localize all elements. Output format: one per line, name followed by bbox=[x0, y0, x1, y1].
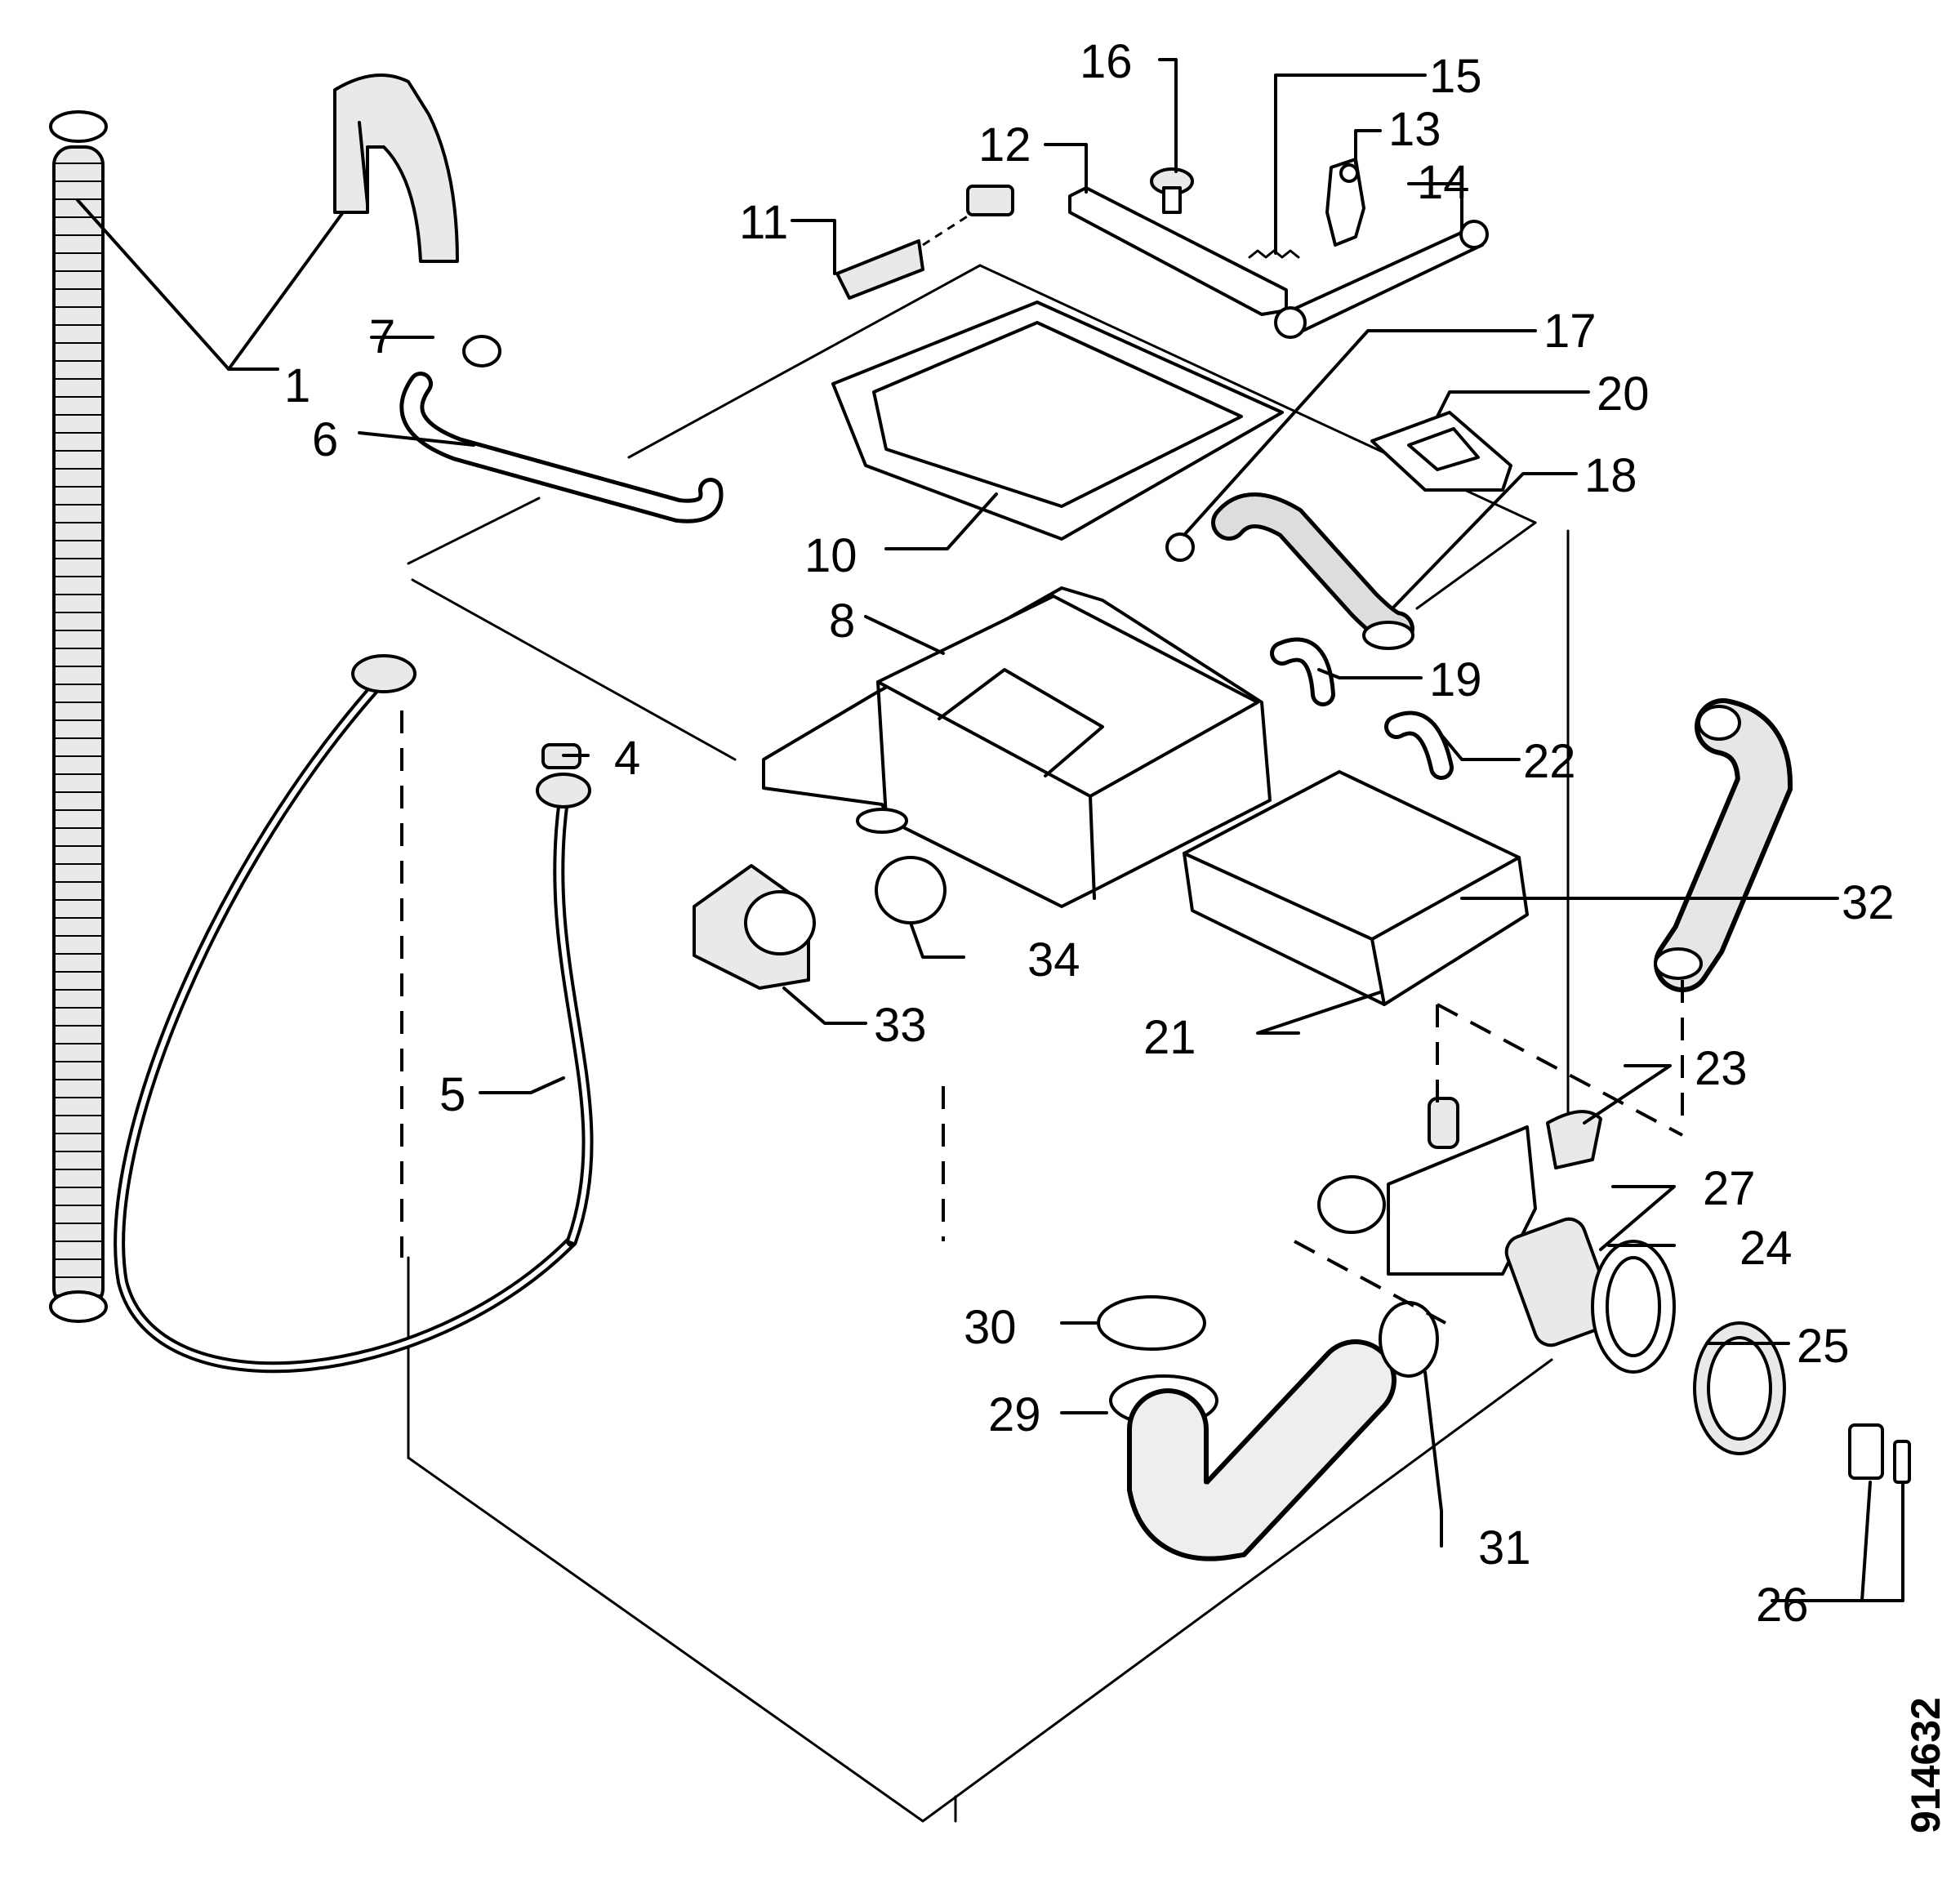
label-29: 29 bbox=[988, 1388, 1041, 1441]
label-30: 30 bbox=[964, 1301, 1017, 1354]
part-23-pump-housing bbox=[1317, 1097, 1602, 1276]
label-18: 18 bbox=[1584, 449, 1637, 502]
part-7-clip bbox=[462, 335, 501, 367]
part-34-clamp bbox=[875, 856, 947, 924]
label-33: 33 bbox=[874, 999, 927, 1052]
label-16: 16 bbox=[1080, 35, 1133, 88]
label-6: 6 bbox=[312, 413, 338, 466]
label-10: 10 bbox=[804, 529, 858, 582]
part-8-dispenser-housing bbox=[762, 586, 1272, 908]
label-1: 1 bbox=[284, 359, 310, 412]
label-25: 25 bbox=[1797, 1320, 1850, 1373]
part-13-catch bbox=[1325, 158, 1365, 247]
part-32-bellows-hose bbox=[1654, 698, 1793, 1127]
part-1-drain-hose bbox=[49, 73, 459, 1323]
part-26-clip bbox=[1848, 1423, 1911, 1484]
label-13: 13 bbox=[1388, 103, 1441, 156]
label-7: 7 bbox=[369, 310, 395, 363]
label-12: 12 bbox=[978, 118, 1031, 171]
label-8: 8 bbox=[829, 595, 855, 648]
part-6-pipe bbox=[399, 372, 724, 523]
label-11: 11 bbox=[739, 196, 788, 249]
part-29-elbow-hose bbox=[1109, 1339, 1396, 1561]
label-34: 34 bbox=[1027, 933, 1080, 987]
part-19-bent-tube bbox=[1270, 637, 1335, 706]
label-27: 27 bbox=[1703, 1162, 1756, 1215]
label-31: 31 bbox=[1478, 1521, 1531, 1575]
label-21: 21 bbox=[1143, 1011, 1196, 1064]
label-15: 15 bbox=[1429, 50, 1482, 103]
part-21-drawer bbox=[1183, 770, 1529, 1006]
part-16-screw bbox=[1150, 167, 1194, 214]
leader-lines bbox=[76, 58, 1904, 1602]
part-17-ring bbox=[1165, 532, 1195, 562]
label-22: 22 bbox=[1523, 735, 1576, 788]
label-20: 20 bbox=[1597, 367, 1650, 421]
part-27-filter bbox=[1504, 1217, 1615, 1347]
part-14-rod bbox=[1274, 220, 1489, 339]
part-25-seal bbox=[1693, 1321, 1786, 1455]
part-30-clamp bbox=[1097, 1295, 1206, 1351]
label-14: 14 bbox=[1417, 156, 1470, 209]
part-11-switch bbox=[835, 185, 1014, 300]
label-5: 5 bbox=[439, 1068, 466, 1121]
part-20-cover bbox=[1370, 411, 1512, 492]
part-5-inlet-hoses bbox=[114, 654, 594, 1374]
part-33-elbow bbox=[693, 864, 816, 990]
label-4: 4 bbox=[614, 732, 640, 785]
part-22-bent-tube bbox=[1384, 710, 1454, 780]
part-10-frame bbox=[831, 301, 1284, 541]
label-17: 17 bbox=[1544, 305, 1597, 358]
part-labels: 1 4 5 6 7 8 10 11 12 13 14 15 16 17 18 1… bbox=[284, 35, 1895, 1632]
label-24: 24 bbox=[1740, 1222, 1793, 1275]
label-26: 26 bbox=[1756, 1579, 1809, 1632]
label-32: 32 bbox=[1842, 876, 1895, 929]
assembly-guides bbox=[1294, 1003, 1683, 1325]
label-19: 19 bbox=[1429, 653, 1482, 706]
part-24-ring bbox=[1591, 1240, 1676, 1374]
label-23: 23 bbox=[1695, 1042, 1748, 1095]
part-18-hose bbox=[1211, 492, 1414, 650]
reference-number: 914632 bbox=[1903, 1697, 1949, 1833]
